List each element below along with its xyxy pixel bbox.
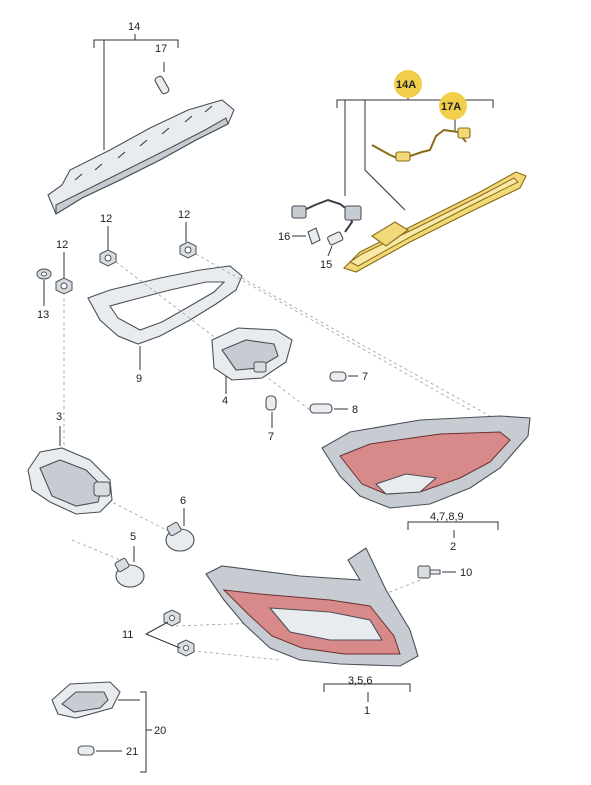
callout-3: 3: [56, 411, 62, 423]
callout-7-upper: 7: [362, 371, 368, 383]
part-21-bulb: [77, 745, 95, 756]
callout-16: 16: [278, 231, 290, 243]
callout-8: 8: [352, 404, 358, 416]
callout-17: 17: [155, 43, 167, 55]
part-4-bulb-holder: [211, 327, 293, 381]
callout-6: 6: [180, 495, 186, 507]
callout-14A-highlight: [394, 70, 422, 98]
alignment-lines: [63, 253, 491, 661]
part-14-brake-light-housing: [47, 99, 235, 215]
part-20-license-plate-lamp: [51, 681, 121, 719]
callout-12-b: 12: [178, 209, 190, 221]
callout-15: 15: [320, 259, 332, 271]
callout-14A: 14A: [396, 79, 416, 91]
part-7-bulb-upper: [329, 371, 347, 382]
bracket-20: [140, 691, 152, 773]
callout-21: 21: [126, 746, 138, 758]
part-8-bulb: [309, 403, 333, 414]
part-17A-wiring-harness: [371, 127, 471, 162]
part-7-bulb-lower: [265, 395, 277, 411]
part-9-gasket: [87, 265, 243, 345]
callout-14: 14: [128, 21, 140, 33]
callout-13: 13: [37, 309, 49, 321]
part-16-clip: [307, 227, 321, 245]
part-13-washer: [36, 268, 52, 280]
bracket-14A: [336, 96, 494, 211]
part-12-nut-a: [99, 249, 117, 267]
part-2-inner-tail-light: [321, 415, 531, 509]
part-14A-brake-light-unit: [342, 171, 527, 273]
callout-7-lower: 7: [268, 431, 274, 443]
bracket-1: [323, 683, 411, 702]
callout-1: 1: [364, 705, 370, 717]
callout-17A: 17A: [441, 101, 461, 113]
part-6-bulb: [165, 521, 195, 552]
part-3-bulb-carrier: [27, 447, 113, 515]
part-11-nut-upper: [163, 609, 181, 627]
part-harness-cable: [291, 198, 362, 233]
part-15-connector: [327, 231, 344, 246]
bracket-14: [93, 34, 179, 150]
part-11-nut-lower: [177, 639, 195, 657]
part-12-nut-c: [55, 277, 73, 295]
callout-10: 10: [460, 567, 472, 579]
callout-4: 4: [222, 395, 228, 407]
callout-2: 2: [450, 541, 456, 553]
part-1-outer-tail-light: [205, 547, 419, 667]
callout-11: 11: [122, 629, 133, 641]
callout-5: 5: [130, 531, 136, 543]
callout-12-c: 12: [56, 239, 68, 251]
callout-9: 9: [136, 373, 142, 385]
callout-12-a: 12: [100, 213, 112, 225]
part-12-nut-b: [179, 241, 197, 259]
callout-2-sub: 4,7,8,9: [430, 511, 464, 523]
bracket-2: [407, 521, 499, 538]
callout-20: 20: [154, 725, 166, 737]
callout-1-sub: 3,5,6: [348, 675, 372, 687]
callout-17A-highlight: [439, 92, 467, 120]
part-17-bulb: [154, 75, 170, 95]
part-10-bolt: [417, 565, 441, 579]
part-5-bulb: [114, 557, 145, 588]
